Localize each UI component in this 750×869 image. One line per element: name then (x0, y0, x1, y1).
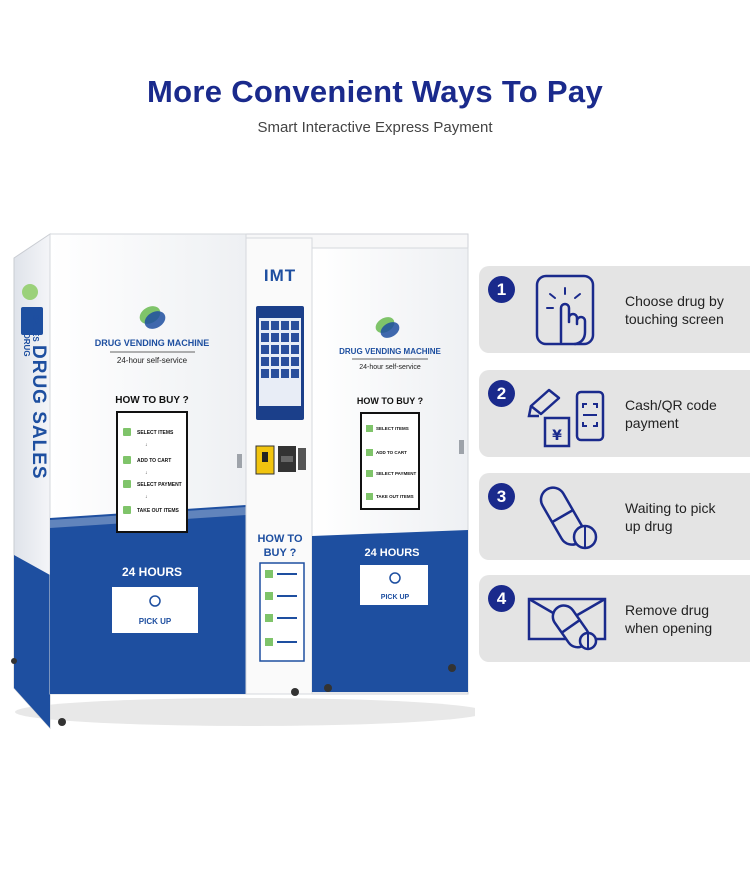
left-hours: 24 HOURS (122, 565, 182, 579)
svg-text:↓: ↓ (145, 470, 148, 476)
right-door-subheading: 24-hour self-service (359, 364, 421, 371)
side-banner-text: DRUG SALES (28, 345, 49, 480)
step-1-card: 1 Choose drug by touching screen (479, 266, 750, 353)
right-how-to-buy: HOW TO BUY ? (357, 396, 423, 406)
right-step-3: SELECT PAYMENT (376, 471, 417, 476)
step-number-badge: 1 (488, 276, 515, 303)
left-how-to-buy: HOW TO BUY ? (115, 395, 189, 406)
step-3-line2: up drug (625, 518, 673, 534)
brand-logo: IMT (264, 266, 296, 285)
pickup-tray-icon (527, 597, 607, 651)
step-4-card: 4 Remove drug when opening (479, 575, 750, 662)
right-step-1: SELECT ITEMS (376, 426, 409, 431)
right-pickup: PICK UP (381, 594, 410, 601)
right-hours: 24 HOURS (364, 547, 419, 559)
svg-text:↓: ↓ (145, 494, 148, 500)
step-number-badge: 2 (488, 380, 515, 407)
step-3-line1: Waiting to pick (625, 500, 716, 516)
left-pill-logo (139, 306, 166, 329)
center-how-to-buy-1: HOW TO (257, 533, 302, 545)
step-2-line2: payment (625, 415, 679, 431)
center-how-to-buy-2: BUY ? (264, 547, 297, 559)
page-title: More Convenient Ways To Pay (147, 74, 603, 109)
page-subtitle: Smart Interactive Express Payment (257, 119, 493, 136)
side-badge-bottom-text: SALES (31, 315, 40, 342)
step-2-line1: Cash/QR code (625, 397, 717, 413)
step-2-card: 2 ¥ Cash/QR code payment (479, 370, 750, 457)
svg-text:¥: ¥ (552, 428, 562, 444)
right-door-heading: DRUG VENDING MACHINE (339, 347, 441, 356)
capsule-pill-icon (539, 486, 598, 550)
left-pickup: PICK UP (139, 617, 172, 626)
left-door-subheading: 24-hour self-service (117, 356, 188, 365)
touch-screen-icon (535, 274, 595, 346)
vending-machine-illustration: DRUG SALES DRUG SALES DRUG VENDING MACHI… (11, 233, 475, 730)
cash-qr-payment-icon: ¥ (527, 388, 605, 448)
step-4-line2: when opening (625, 620, 713, 636)
step-1-line2: touching screen (625, 311, 724, 327)
step-2-label: Cash/QR code payment (625, 396, 743, 432)
step-number-badge: 4 (488, 585, 515, 612)
step-number-badge: 3 (488, 483, 515, 510)
left-step-4: TAKE OUT ITEMS (137, 508, 180, 514)
right-step-2: ADD TO CART (376, 450, 407, 455)
machine-side-blue (14, 555, 50, 728)
step-4-line1: Remove drug (625, 602, 710, 618)
step-1-label: Choose drug by touching screen (625, 292, 743, 328)
step-3-card: 3 Waiting to pick up drug (479, 473, 750, 560)
left-door-heading: DRUG VENDING MACHINE (95, 338, 210, 348)
left-step-3: SELECT PAYMENT (137, 482, 182, 488)
step-3-label: Waiting to pick up drug (625, 499, 743, 535)
left-step-1: SELECT ITEMS (137, 430, 174, 436)
right-pill-logo (375, 317, 400, 338)
left-step-2: ADD TO CART (137, 458, 171, 464)
side-badge-top-text: DRUG (22, 333, 31, 357)
right-step-4: TAKE OUT ITEMS (376, 494, 414, 499)
step-1-line1: Choose drug by (625, 293, 724, 309)
step-4-label: Remove drug when opening (625, 601, 743, 637)
side-badge (21, 284, 43, 335)
svg-text:↓: ↓ (145, 442, 148, 448)
